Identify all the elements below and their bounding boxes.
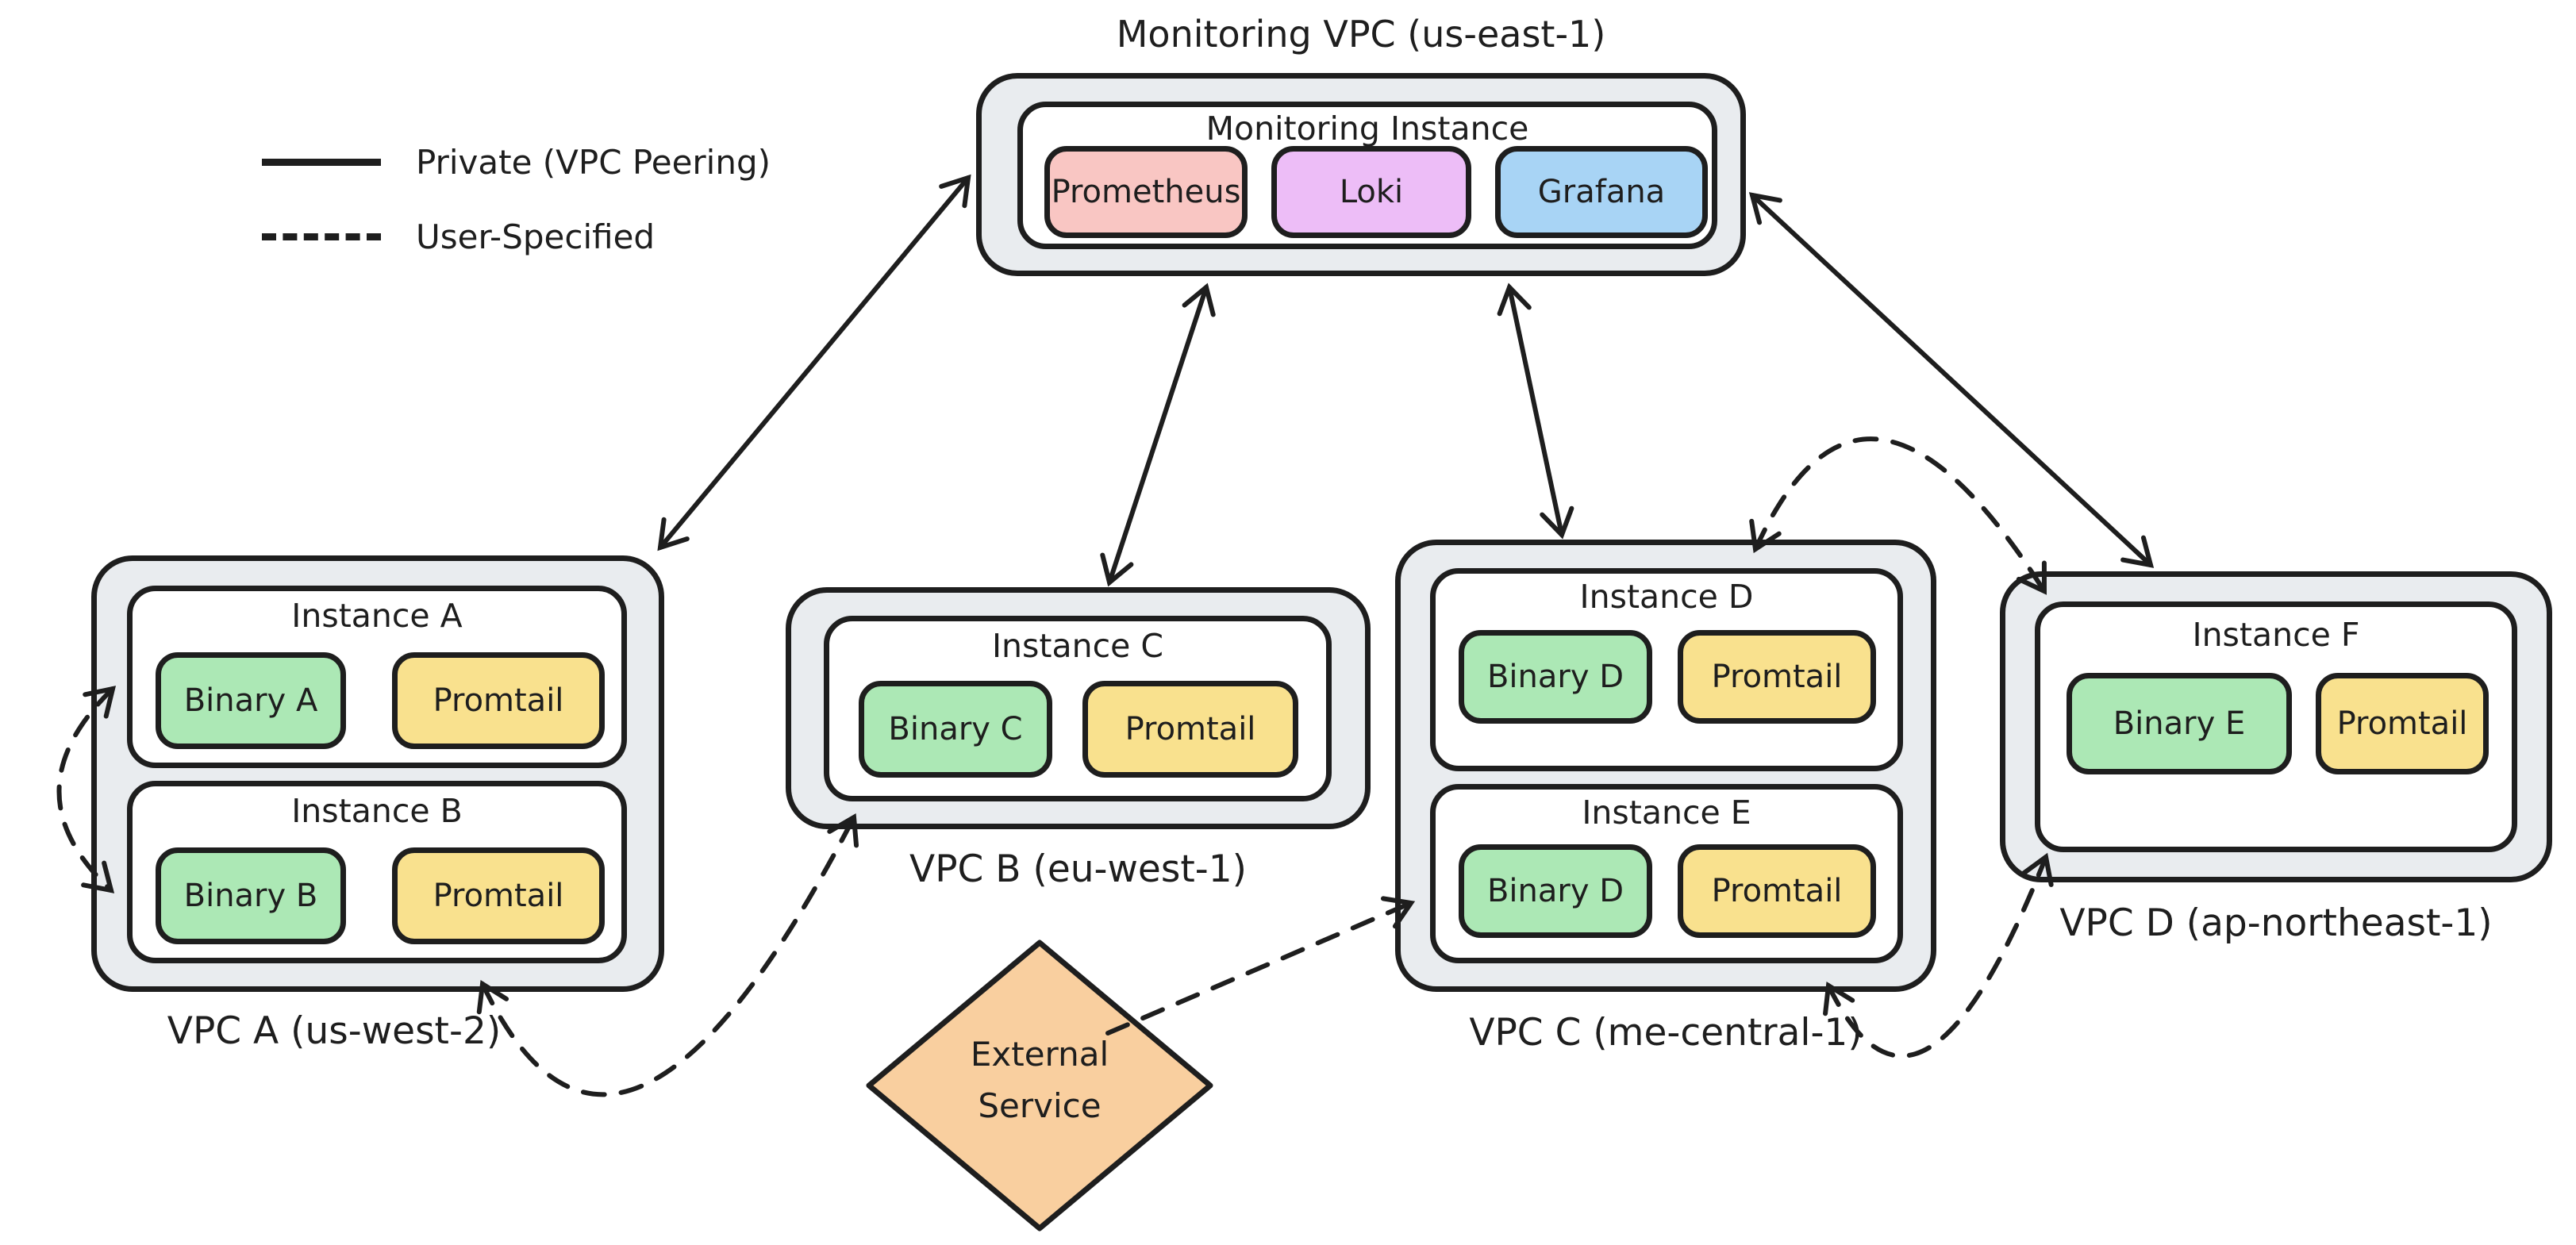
binary-b-chip: Binary B xyxy=(156,847,346,944)
instance-b-promtail-chip: Promtail xyxy=(392,847,605,944)
instance-b-title: Instance B xyxy=(291,792,463,830)
instance-e-binary-d-chip: Binary D xyxy=(1459,844,1652,938)
instance-f-title: Instance F xyxy=(2192,616,2360,654)
vpc-c-label: VPC C (me-central-1) xyxy=(1469,1011,1863,1055)
binary-a-chip: Binary A xyxy=(156,652,346,749)
loki-chip: Loki xyxy=(1271,146,1471,238)
vpc-d-label: VPC D (ap-northeast-1) xyxy=(2059,901,2493,945)
legend-solid-line-sample xyxy=(262,159,381,166)
connection-monitoring-vpc-d xyxy=(1748,192,2155,568)
legend-user-specified-label: User-Specified xyxy=(416,217,656,256)
connection-monitoring-vpc-a xyxy=(657,174,971,551)
instance-e-promtail-chip: Promtail xyxy=(1678,844,1876,938)
instance-c-title: Instance C xyxy=(991,627,1164,665)
instance-a-title: Instance A xyxy=(291,597,463,635)
instance-d-promtail-chip: Promtail xyxy=(1678,630,1876,724)
vpc-a-label: VPC A (us-west-2) xyxy=(167,1009,502,1053)
instance-a-promtail-chip: Promtail xyxy=(392,652,605,749)
legend-private-label: Private (VPC Peering) xyxy=(416,143,771,182)
binary-d-chip: Binary D xyxy=(1459,630,1652,724)
binary-e-chip: Binary E xyxy=(2067,673,2292,774)
external-service-label-line1: External xyxy=(970,1035,1109,1074)
instance-e-title: Instance E xyxy=(1582,793,1751,832)
grafana-chip: Grafana xyxy=(1495,146,1708,238)
prometheus-chip: Prometheus xyxy=(1044,146,1248,238)
instance-c-promtail-chip: Promtail xyxy=(1082,681,1298,778)
legend-dashed-line-sample xyxy=(262,233,381,240)
monitoring-vpc-title: Monitoring VPC (us-east-1) xyxy=(1116,13,1606,56)
vpc-b-label: VPC B (eu-west-1) xyxy=(909,847,1247,891)
monitoring-instance-title: Monitoring Instance xyxy=(1205,110,1529,148)
connection-external-service-instance-e xyxy=(1105,896,1416,1036)
instance-f-promtail-chip: Promtail xyxy=(2316,673,2489,774)
binary-c-chip: Binary C xyxy=(859,681,1052,778)
instance-d-title: Instance D xyxy=(1579,578,1754,616)
external-service-label-line2: Service xyxy=(978,1086,1102,1126)
connection-monitoring-vpc-b xyxy=(1100,282,1216,587)
external-service-label: External Service xyxy=(921,1028,1159,1132)
connection-monitoring-vpc-c xyxy=(1497,282,1574,540)
